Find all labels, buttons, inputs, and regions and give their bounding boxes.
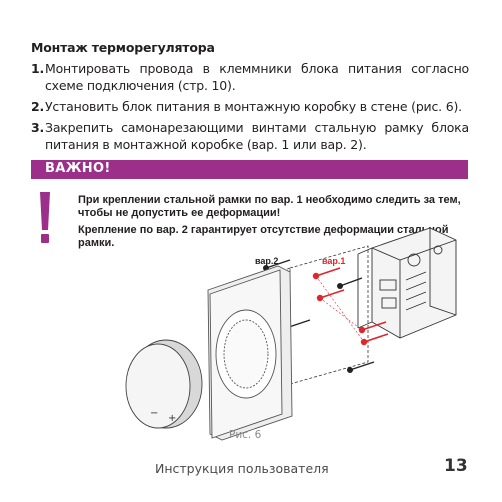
screws-var1 — [312, 267, 389, 346]
footer-title: Инструкция пользователя — [155, 461, 329, 476]
step-number: 3. — [31, 120, 45, 135]
warning-label: ВАЖНО! — [45, 161, 111, 176]
warning-paragraph-2: Крепление по вар. 2 гарантирует отсутств… — [78, 224, 449, 249]
page-number: 13 — [444, 456, 468, 476]
step-item: 3. Закрепить самонарезающими винтами ста… — [31, 119, 469, 153]
cover-frame — [207, 265, 293, 441]
label-var2: вар.2 — [255, 256, 278, 266]
step-text: Закрепить самонарезающими винтами стальн… — [45, 120, 469, 152]
step-number: 1. — [31, 61, 45, 76]
knob-plus: + — [168, 413, 176, 424]
step-item: 1. Монтировать провода в клеммники блока… — [31, 60, 469, 94]
section-heading: Монтаж терморегулятора — [31, 40, 215, 55]
steps-list: 1. Монтировать провода в клеммники блока… — [31, 60, 469, 157]
mounting-diagram: вар.2 вар.1 − + — [125, 227, 457, 441]
warning-paragraph-1: При креплении стальной рамки по вар. 1 н… — [78, 194, 461, 219]
warning-banner: ВАЖНО! — [31, 160, 468, 179]
step-text: Монтировать провода в клеммники блока пи… — [45, 61, 469, 93]
knob-minus: − — [150, 408, 158, 419]
exclamation-icon — [40, 192, 50, 243]
power-unit — [357, 227, 457, 339]
warning-text: При креплении стальной рамки по вар. 1 н… — [78, 194, 468, 254]
step-item: 2. Установить блок питания в монтажную к… — [31, 98, 469, 115]
figure-caption: Рис. 6 — [229, 429, 262, 441]
step-number: 2. — [31, 99, 45, 114]
label-var1: вар.1 — [322, 256, 345, 266]
step-text: Установить блок питания в монтажную коро… — [45, 99, 462, 114]
thermostat-knob: − + — [125, 339, 203, 429]
